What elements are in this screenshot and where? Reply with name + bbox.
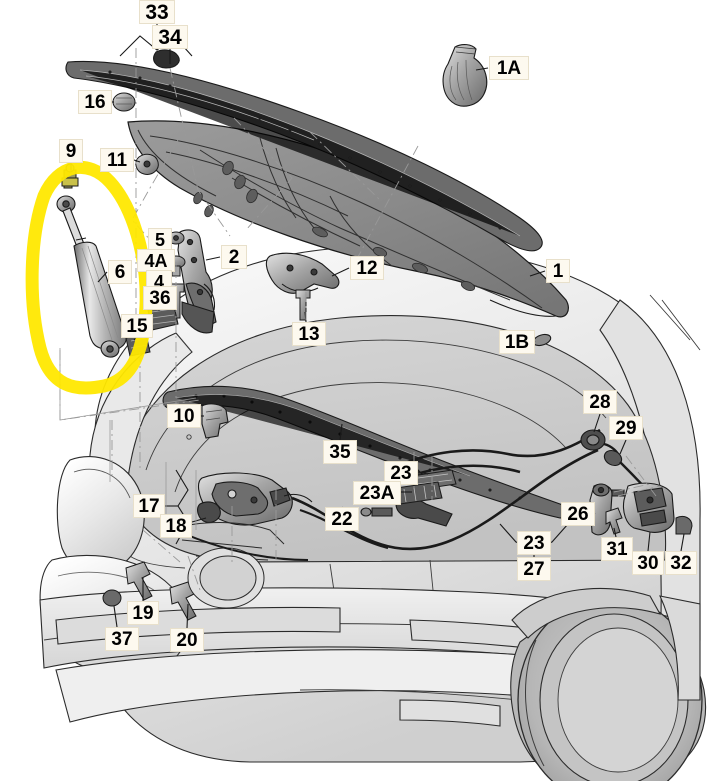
latch-assembly-17 <box>197 472 313 526</box>
callout-label-23A[interactable]: 23A <box>353 481 401 505</box>
latch-crossmember <box>167 522 285 609</box>
gas-strut-6 <box>56 195 127 358</box>
callout-label-11[interactable]: 11 <box>100 148 134 172</box>
callout-label-20[interactable]: 20 <box>170 628 204 652</box>
callout-label-30[interactable]: 30 <box>632 551 664 575</box>
callout-label-17[interactable]: 17 <box>133 494 165 518</box>
callout-label-19[interactable]: 19 <box>127 601 159 625</box>
hood-apertures <box>193 160 476 291</box>
wheel-arch <box>511 587 662 639</box>
group-frames <box>59 348 197 530</box>
callout-label-18[interactable]: 18 <box>160 514 192 538</box>
latch-bolts <box>102 561 197 621</box>
callout-label-29[interactable]: 29 <box>609 416 643 440</box>
ball-socket-11 <box>135 153 159 175</box>
plug-37 <box>102 589 122 607</box>
seal-clip-34 <box>153 49 180 69</box>
handle-hardware <box>605 507 693 535</box>
callout-label-31[interactable]: 31 <box>601 537 633 561</box>
latch-motor <box>269 487 291 507</box>
strut-cylinder <box>73 241 127 351</box>
callout-label-1B[interactable]: 1B <box>499 330 535 354</box>
callout-label-26[interactable]: 26 <box>561 502 595 526</box>
callout-label-13[interactable]: 13 <box>292 322 326 346</box>
bolt-31 <box>605 507 623 535</box>
cable-27 <box>397 428 601 468</box>
callout-label-23b[interactable]: 23 <box>517 531 551 555</box>
callout-label-27[interactable]: 27 <box>517 557 551 581</box>
strut-rod <box>62 207 85 248</box>
striker-bracket-10 <box>201 403 229 439</box>
hood-seal-33 <box>65 49 543 252</box>
callout-label-2[interactable]: 2 <box>221 245 247 269</box>
valance-opening <box>399 699 501 727</box>
cap-32 <box>675 515 693 535</box>
latch-switch-18 <box>197 501 221 523</box>
callout-label-15[interactable]: 15 <box>121 314 153 338</box>
callout-label-23t[interactable]: 23 <box>384 461 418 485</box>
callout-label-32[interactable]: 32 <box>665 551 697 575</box>
hinge-12-body <box>265 252 340 294</box>
buffer-stop-16 <box>112 92 136 112</box>
bolt-19 <box>125 561 153 601</box>
callout-label-9[interactable]: 9 <box>59 139 83 163</box>
callout-label-36[interactable]: 36 <box>143 286 177 310</box>
front-wheel <box>510 595 707 781</box>
callout-label-16[interactable]: 16 <box>78 90 112 114</box>
callout-label-12[interactable]: 12 <box>350 256 384 280</box>
callout-label-37[interactable]: 37 <box>105 627 139 651</box>
callout-label-22[interactable]: 22 <box>325 507 359 531</box>
callout-label-28[interactable]: 28 <box>583 390 617 414</box>
callout-label-34[interactable]: 34 <box>152 25 188 49</box>
callout-label-35[interactable]: 35 <box>323 440 357 464</box>
callout-label-5[interactable]: 5 <box>148 228 172 251</box>
callout-label-6[interactable]: 6 <box>108 260 132 284</box>
callout-label-1[interactable]: 1 <box>546 259 570 283</box>
front-edge-seal-35 <box>162 385 570 519</box>
plug-1a <box>442 44 488 107</box>
yellow-marker-oval <box>25 160 153 395</box>
release-handle-30 <box>622 482 675 533</box>
hood-hinge-2 <box>177 229 217 334</box>
rocker-panel <box>659 595 701 701</box>
callout-label-33[interactable]: 33 <box>139 0 175 24</box>
callout-label-1A[interactable]: 1A <box>489 56 529 80</box>
callout-label-10[interactable]: 10 <box>167 404 201 428</box>
callout-label-4A[interactable]: 4A <box>137 249 175 272</box>
hood-hinge-12 <box>265 252 340 294</box>
